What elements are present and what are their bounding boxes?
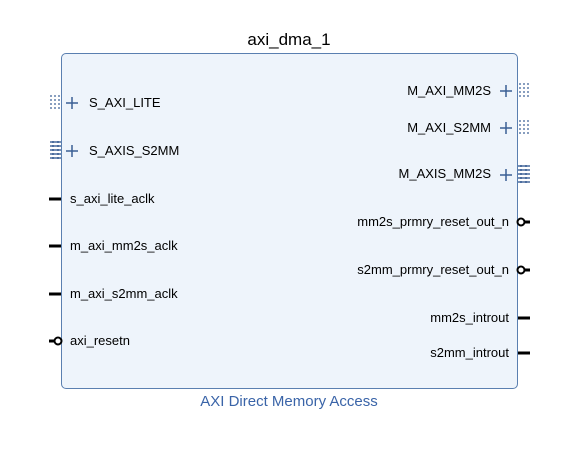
port-s-axi-lite-aclk[interactable]: s_axi_lite_aclk (70, 191, 155, 206)
port-s-axis-s2mm[interactable]: S_AXIS_S2MM (89, 143, 180, 158)
port-s-axi-lite[interactable]: S_AXI_LITE (89, 95, 161, 110)
bus-mm-icon (50, 95, 60, 111)
inverted-wire-stub (516, 217, 530, 227)
port-s2mm-introut[interactable]: s2mm_introut (430, 345, 509, 360)
port-axi-resetn[interactable]: axi_resetn (70, 333, 130, 348)
inverted-wire-stub (49, 336, 63, 346)
port-m-axi-s2mm[interactable]: M_AXI_S2MM (407, 120, 491, 135)
port-m-axi-s2mm-aclk[interactable]: m_axi_s2mm_aclk (70, 286, 178, 301)
port-m-axis-mm2s[interactable]: M_AXIS_MM2S (398, 166, 491, 181)
port-mm2s-introut[interactable]: mm2s_introut (430, 310, 509, 325)
bus-stream-icon (50, 141, 61, 159)
ip-name-label: AXI Direct Memory Access (200, 393, 378, 410)
port-m-axi-mm2s-aclk[interactable]: m_axi_mm2s_aclk (70, 238, 178, 253)
port-s2mm-prmry-reset-out-n[interactable]: s2mm_prmry_reset_out_n (357, 262, 509, 277)
port-mm2s-prmry-reset-out-n[interactable]: mm2s_prmry_reset_out_n (357, 214, 509, 229)
ip-block[interactable] (61, 53, 518, 389)
bus-mm-icon (519, 83, 529, 99)
block-instance-name: axi_dma_1 (247, 30, 331, 49)
inverted-wire-stub (516, 265, 530, 275)
port-m-axi-mm2s[interactable]: M_AXI_MM2S (407, 83, 491, 98)
bus-stream-icon (518, 165, 530, 183)
bus-mm-icon (519, 120, 529, 136)
